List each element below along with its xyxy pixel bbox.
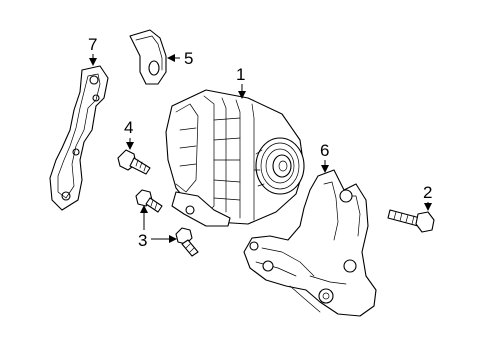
- callout-5-number: 5: [184, 49, 193, 68]
- part-4-bolt: [117, 149, 151, 175]
- part-3-bolt-lower: [175, 227, 199, 257]
- callout-7-number: 7: [88, 35, 97, 54]
- callout-1: 1: [236, 65, 246, 99]
- part-7-bracket: [49, 65, 109, 211]
- part-1-alternator: [165, 89, 305, 227]
- callout-4-number: 4: [124, 118, 133, 137]
- callout-2-number: 2: [423, 183, 432, 202]
- part-2-bolt: [387, 209, 435, 233]
- callout-6-number: 6: [320, 141, 329, 160]
- callout-7: 7: [88, 35, 97, 66]
- part-6-mount-bracket: [243, 169, 377, 317]
- callout-5: 5: [167, 49, 193, 68]
- part-3-bolt-upper: [135, 189, 163, 213]
- callout-6: 6: [320, 141, 329, 173]
- callout-3: 3: [138, 205, 177, 250]
- part-5-bracket: [129, 29, 167, 85]
- callout-4: 4: [124, 118, 134, 150]
- callout-3-number: 3: [138, 231, 147, 250]
- callout-2: 2: [423, 183, 432, 211]
- callout-1-number: 1: [236, 65, 245, 84]
